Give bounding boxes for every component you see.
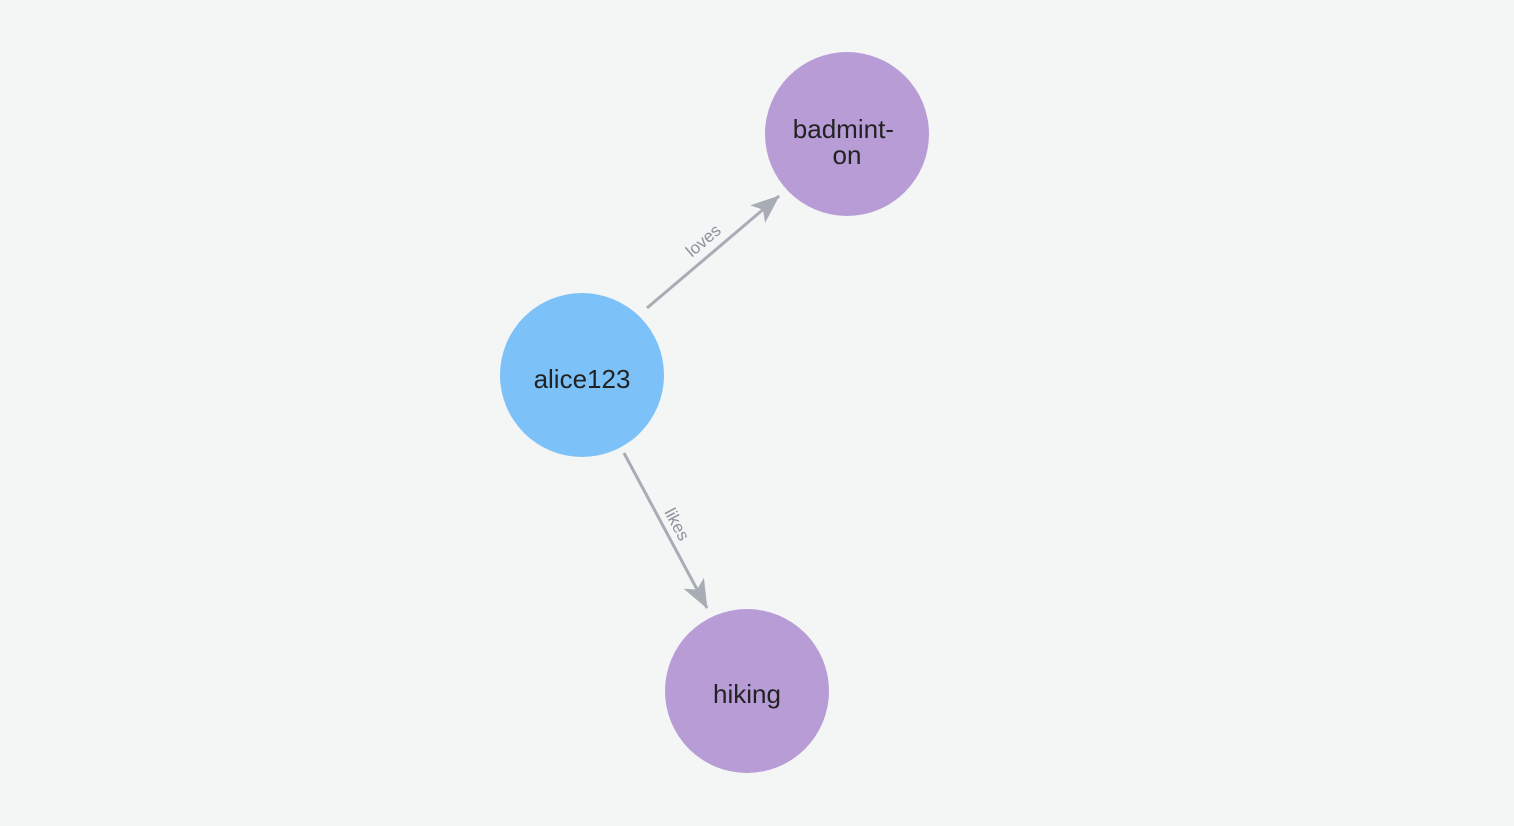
node-badminton-circle[interactable] <box>765 52 929 216</box>
node-badminton: badmint- on <box>765 52 929 216</box>
edge-likes-line[interactable] <box>622 452 709 609</box>
node-hiking-circle[interactable] <box>665 609 829 773</box>
edge-loves-line[interactable] <box>646 194 780 310</box>
node-hiking: hiking <box>665 609 829 773</box>
node-alice123: alice123 <box>500 293 664 457</box>
node-alice123-circle[interactable] <box>500 293 664 457</box>
